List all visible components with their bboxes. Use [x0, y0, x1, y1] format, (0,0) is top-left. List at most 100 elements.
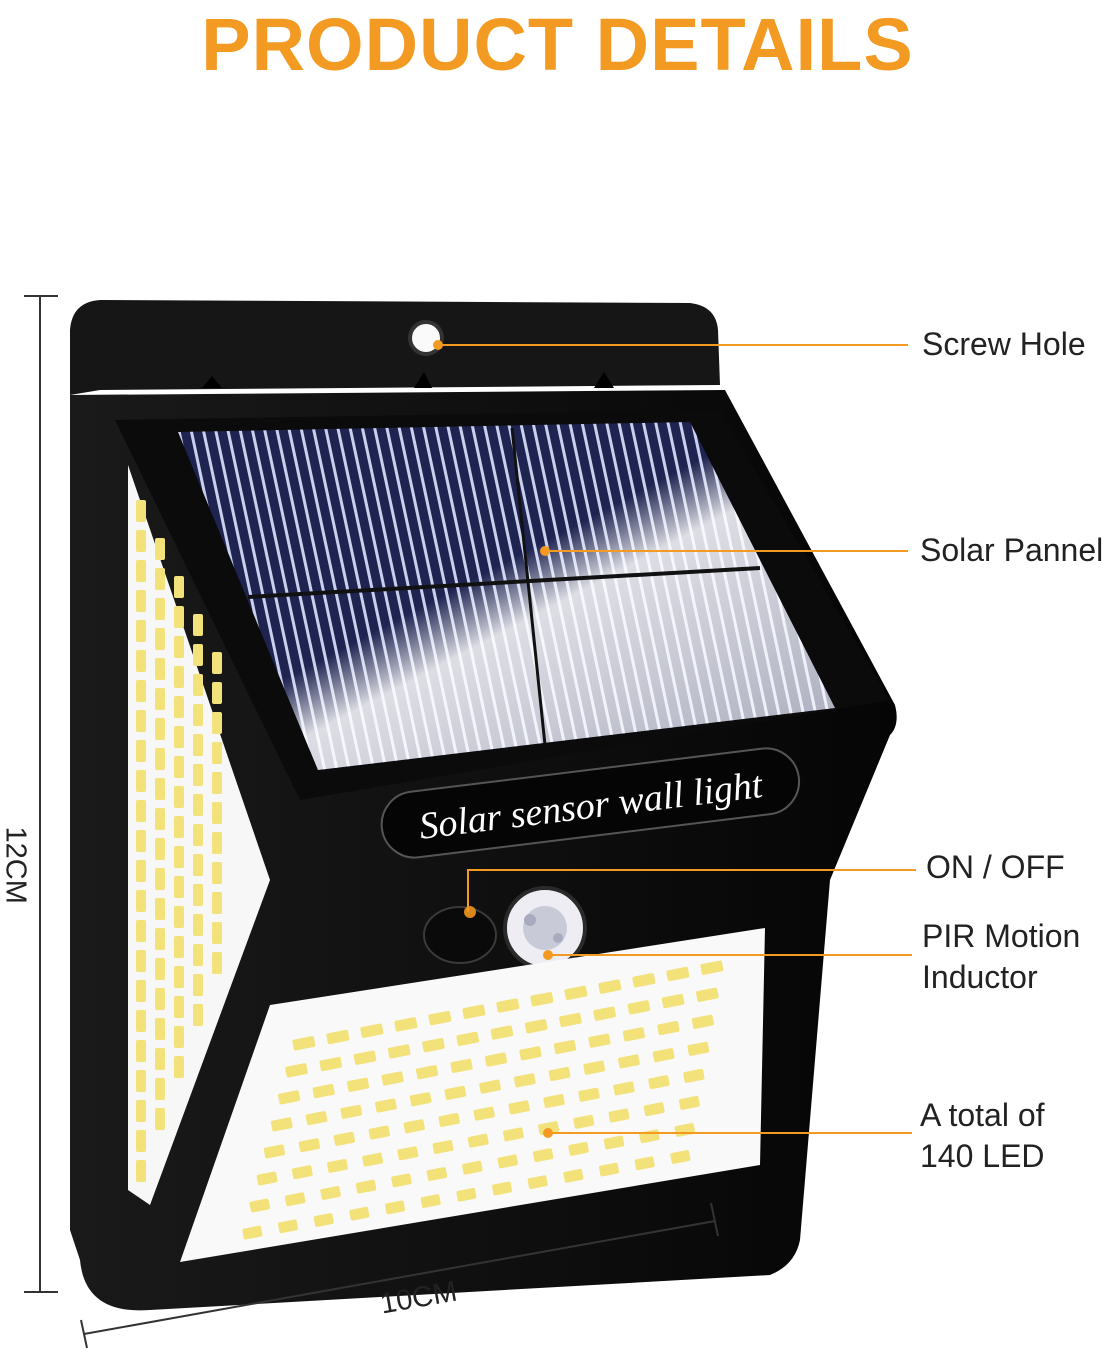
led-chip: [174, 996, 184, 1018]
led-chip: [155, 868, 165, 890]
led-chip: [155, 898, 165, 920]
led-chip: [278, 1090, 301, 1105]
led-chip: [284, 1192, 306, 1207]
led-chip: [136, 620, 146, 642]
led-chip: [291, 1165, 313, 1180]
led-chip: [136, 1070, 146, 1092]
led-chip: [632, 973, 656, 988]
led-chip: [479, 1079, 501, 1094]
led-chip: [212, 742, 222, 764]
led-chip: [155, 628, 165, 650]
led-chip: [333, 1131, 356, 1146]
led-chip: [543, 1094, 565, 1109]
led-chip: [155, 538, 165, 560]
callout-pir-line2: Inductor: [922, 959, 1038, 995]
led-chip: [403, 1119, 425, 1134]
led-chip: [193, 644, 203, 666]
led-chip: [174, 936, 184, 958]
led-chip: [155, 748, 165, 770]
led-chip: [438, 1112, 460, 1127]
led-chip: [136, 860, 146, 882]
led-chip: [700, 960, 724, 975]
led-chip: [174, 636, 184, 658]
led-chip: [193, 854, 203, 876]
led-chip: [174, 876, 184, 898]
led-chip: [249, 1198, 270, 1213]
led-chip: [313, 1213, 334, 1227]
led-chip: [155, 808, 165, 830]
led-chip: [497, 1154, 518, 1169]
led-chip: [553, 1039, 577, 1055]
led-chip: [661, 993, 685, 1009]
led-chip: [492, 1181, 513, 1196]
led-chip: [174, 696, 184, 718]
led-chip: [193, 944, 203, 966]
led-chip: [450, 1058, 473, 1073]
led-chip: [212, 892, 222, 914]
led-chip: [212, 772, 222, 794]
led-chip: [603, 1135, 625, 1150]
callout-led-line2: 140 LED: [920, 1138, 1045, 1174]
led-chip: [174, 966, 184, 988]
led-chip: [548, 1066, 571, 1082]
led-chip: [305, 1111, 328, 1126]
back-plate: [70, 300, 720, 395]
led-chip: [687, 1041, 710, 1056]
led-chip: [462, 1004, 486, 1019]
led-chip: [136, 1100, 146, 1122]
led-chip: [155, 1018, 165, 1040]
led-chip: [155, 988, 165, 1010]
led-chip: [513, 1073, 536, 1088]
led-chip: [527, 1175, 548, 1190]
led-chip: [212, 922, 222, 944]
led-chip: [622, 1027, 645, 1042]
callout-pir-line1: PIR Motion: [922, 918, 1081, 954]
led-chip: [136, 800, 146, 822]
led-chip: [155, 1078, 165, 1100]
led-chip: [212, 802, 222, 824]
led-chip: [360, 1023, 384, 1038]
led-chip: [490, 1025, 514, 1040]
led-chip: [193, 764, 203, 786]
callout-on-off: ON / OFF: [926, 849, 1065, 885]
led-chip: [385, 1200, 406, 1215]
led-chip: [391, 1173, 412, 1188]
led-chip: [155, 568, 165, 590]
led-chip: [415, 1065, 439, 1080]
led-chip: [155, 838, 165, 860]
led-chip: [174, 576, 184, 598]
led-chip: [136, 1040, 146, 1062]
led-chip: [193, 884, 203, 906]
led-chip: [643, 1102, 665, 1117]
front-led-panel: [180, 928, 765, 1262]
led-chip: [608, 1108, 630, 1123]
led-chip: [320, 1186, 341, 1200]
led-chip: [278, 1219, 299, 1234]
led-chip: [564, 985, 588, 1001]
led-chip: [519, 1046, 542, 1061]
led-chip: [270, 1117, 293, 1132]
callout-led-line1: A total of: [920, 1097, 1045, 1133]
led-chip: [532, 1148, 554, 1163]
led-chip: [136, 950, 146, 972]
led-chip: [347, 1077, 370, 1092]
led-chip: [340, 1104, 363, 1119]
led-chip: [136, 650, 146, 672]
led-chip: [462, 1160, 483, 1175]
led-chip: [530, 992, 554, 1007]
front-led-array: [242, 960, 724, 1240]
led-chip: [583, 1060, 606, 1075]
led-chip: [136, 1010, 146, 1032]
led-chip: [136, 770, 146, 792]
led-chip: [212, 862, 222, 884]
led-chip: [136, 830, 146, 852]
led-chip: [155, 1048, 165, 1070]
led-chip: [657, 1021, 680, 1036]
led-chip: [174, 786, 184, 808]
led-chip: [174, 756, 184, 778]
led-chip: [627, 1000, 651, 1015]
led-chip: [349, 1206, 370, 1221]
led-chip: [618, 1054, 640, 1069]
led-chip: [473, 1106, 495, 1121]
left-led-array: [136, 500, 222, 1182]
